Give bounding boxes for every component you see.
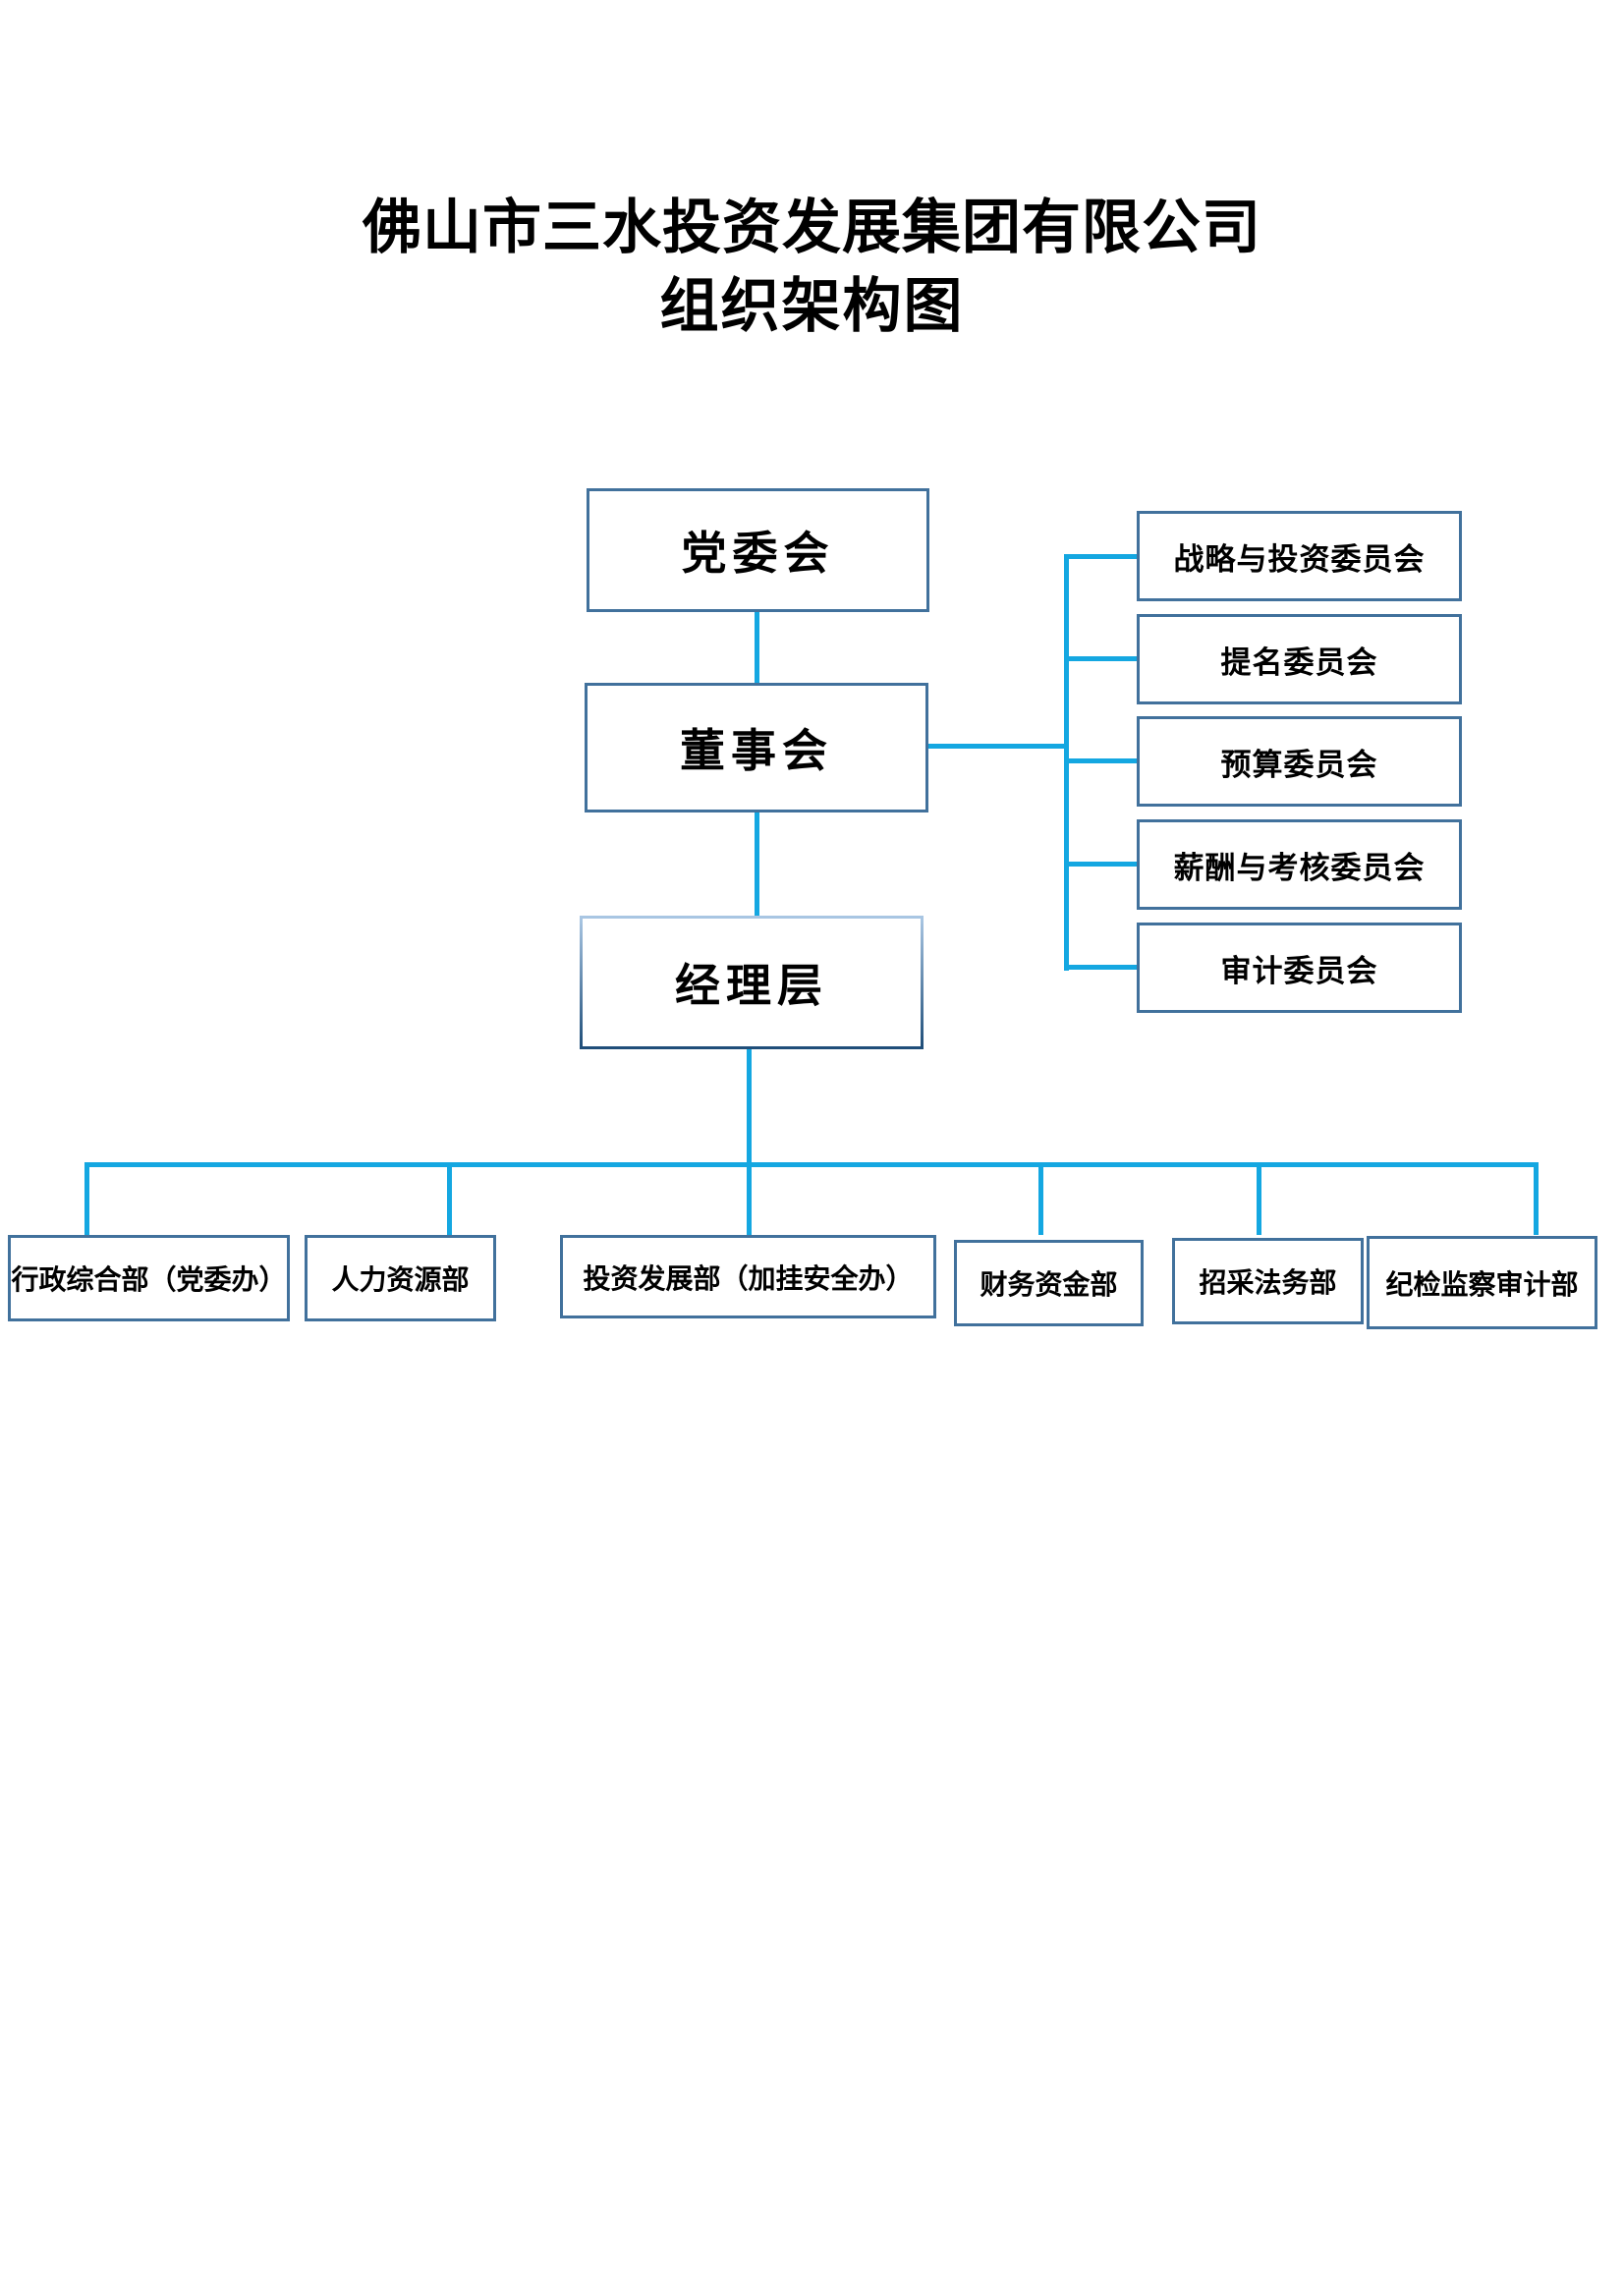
committee-box-compensation-appraisal: 薪酬与考核委员会 — [1137, 819, 1462, 910]
department-box-admin-general: 行政综合部（党委办） — [8, 1235, 290, 1321]
department-drop-line-6 — [1534, 1162, 1539, 1235]
committee-box-strategy-investment: 战略与投资委员会 — [1137, 511, 1462, 601]
department-box-procurement-legal: 招采法务部 — [1172, 1238, 1364, 1324]
committee-stub-line-2 — [1064, 656, 1137, 661]
committee-box-budget: 预算委员会 — [1137, 716, 1462, 807]
department-bus-line — [84, 1162, 1539, 1167]
connector-board-to-committee-trunk — [928, 744, 1067, 749]
department-drop-line-1 — [84, 1162, 89, 1235]
node-party-committee: 党委会 — [587, 488, 929, 612]
department-box-human-resources: 人力资源部 — [305, 1235, 496, 1321]
committee-stub-line-5 — [1064, 965, 1137, 970]
page-title: 佛山市三水投资发展集团有限公司 — [363, 196, 1261, 260]
title-block: 佛山市三水投资发展集团有限公司 组织架构图 — [0, 189, 1624, 346]
department-drop-line-5 — [1257, 1162, 1261, 1235]
node-board: 董事会 — [585, 683, 928, 812]
committee-stub-line-3 — [1064, 758, 1137, 763]
department-box-investment-development: 投资发展部（加挂安全办） — [560, 1235, 936, 1318]
committee-box-audit: 审计委员会 — [1137, 923, 1462, 1013]
connector-party-to-board — [755, 612, 759, 685]
page-subtitle: 组织架构图 — [659, 274, 965, 339]
connector-management-to-departments — [747, 1047, 752, 1235]
department-box-finance-treasury: 财务资金部 — [954, 1240, 1144, 1326]
department-drop-line-2 — [447, 1162, 452, 1235]
committee-stub-line-4 — [1064, 862, 1137, 867]
committee-stub-line-1 — [1064, 554, 1137, 559]
department-box-discipline-supervision-audit: 纪检监察审计部 — [1367, 1236, 1597, 1329]
connector-board-to-management — [755, 811, 759, 918]
committee-box-nomination: 提名委员会 — [1137, 614, 1462, 704]
node-management: 经理层 — [580, 916, 924, 1049]
department-drop-line-4 — [1038, 1162, 1043, 1235]
